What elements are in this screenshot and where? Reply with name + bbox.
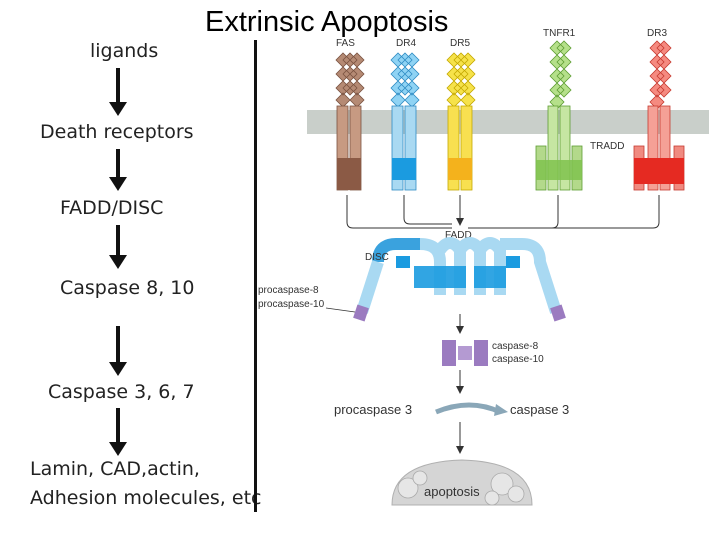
apoptotic-cell <box>391 459 533 506</box>
step-caspase-8-10: Caspase 8, 10 <box>60 277 195 299</box>
step-substrates: Lamin, CAD,actin, <box>30 458 200 480</box>
procaspase-3-label: procaspase 3 <box>334 402 412 417</box>
flow-arrow <box>109 326 127 376</box>
procaspase-leader <box>325 307 356 313</box>
receptor-dr4 <box>390 52 420 191</box>
step-ligands: ligands <box>90 40 159 62</box>
disc-complex <box>353 237 566 322</box>
flow-arrow <box>109 408 127 456</box>
caspase-8-label: caspase-8 <box>492 341 539 352</box>
step-death-receptors: Death receptors <box>40 121 194 143</box>
receptor-label-fas: FAS <box>336 38 355 49</box>
receptor-label-tnfr1: TNFR1 <box>543 28 576 39</box>
flow-arrow <box>109 68 127 116</box>
activation-arc-head <box>494 404 508 416</box>
procaspase-8-label: procaspase-8 <box>258 285 319 296</box>
cell-membrane <box>307 110 709 134</box>
flow-arrow <box>109 149 127 191</box>
tradd-label: TRADD <box>590 141 624 152</box>
flow-arrow <box>109 225 127 269</box>
apoptosis-label: apoptosis <box>424 484 480 499</box>
divider-line <box>254 40 257 512</box>
activation-arc <box>435 402 502 415</box>
fadd-label: FADD <box>445 230 472 241</box>
connector-lines <box>346 195 660 229</box>
slide-title: Extrinsic Apoptosis <box>205 6 449 38</box>
procaspase-10-label: procaspase-10 <box>258 299 325 310</box>
disc-label: DISC <box>365 252 389 263</box>
step-fadd-disc: FADD/DISC <box>60 197 164 219</box>
receptor-fas <box>335 52 365 191</box>
caspase-10-label: caspase-10 <box>492 354 544 365</box>
receptor-dr5 <box>446 52 476 191</box>
caspase-3-label: caspase 3 <box>510 402 569 417</box>
active-caspase-8-10 <box>442 340 488 366</box>
receptor-label-dr5: DR5 <box>450 38 470 49</box>
receptor-label-dr4: DR4 <box>396 38 416 49</box>
receptor-dr3 <box>633 40 685 191</box>
receptor-tnfr1 <box>535 40 583 191</box>
step-caspase-3-6-7: Caspase 3, 6, 7 <box>48 381 195 403</box>
step-substrates-cont: Adhesion molecules, etc <box>30 487 262 509</box>
receptor-label-dr3: DR3 <box>647 28 667 39</box>
